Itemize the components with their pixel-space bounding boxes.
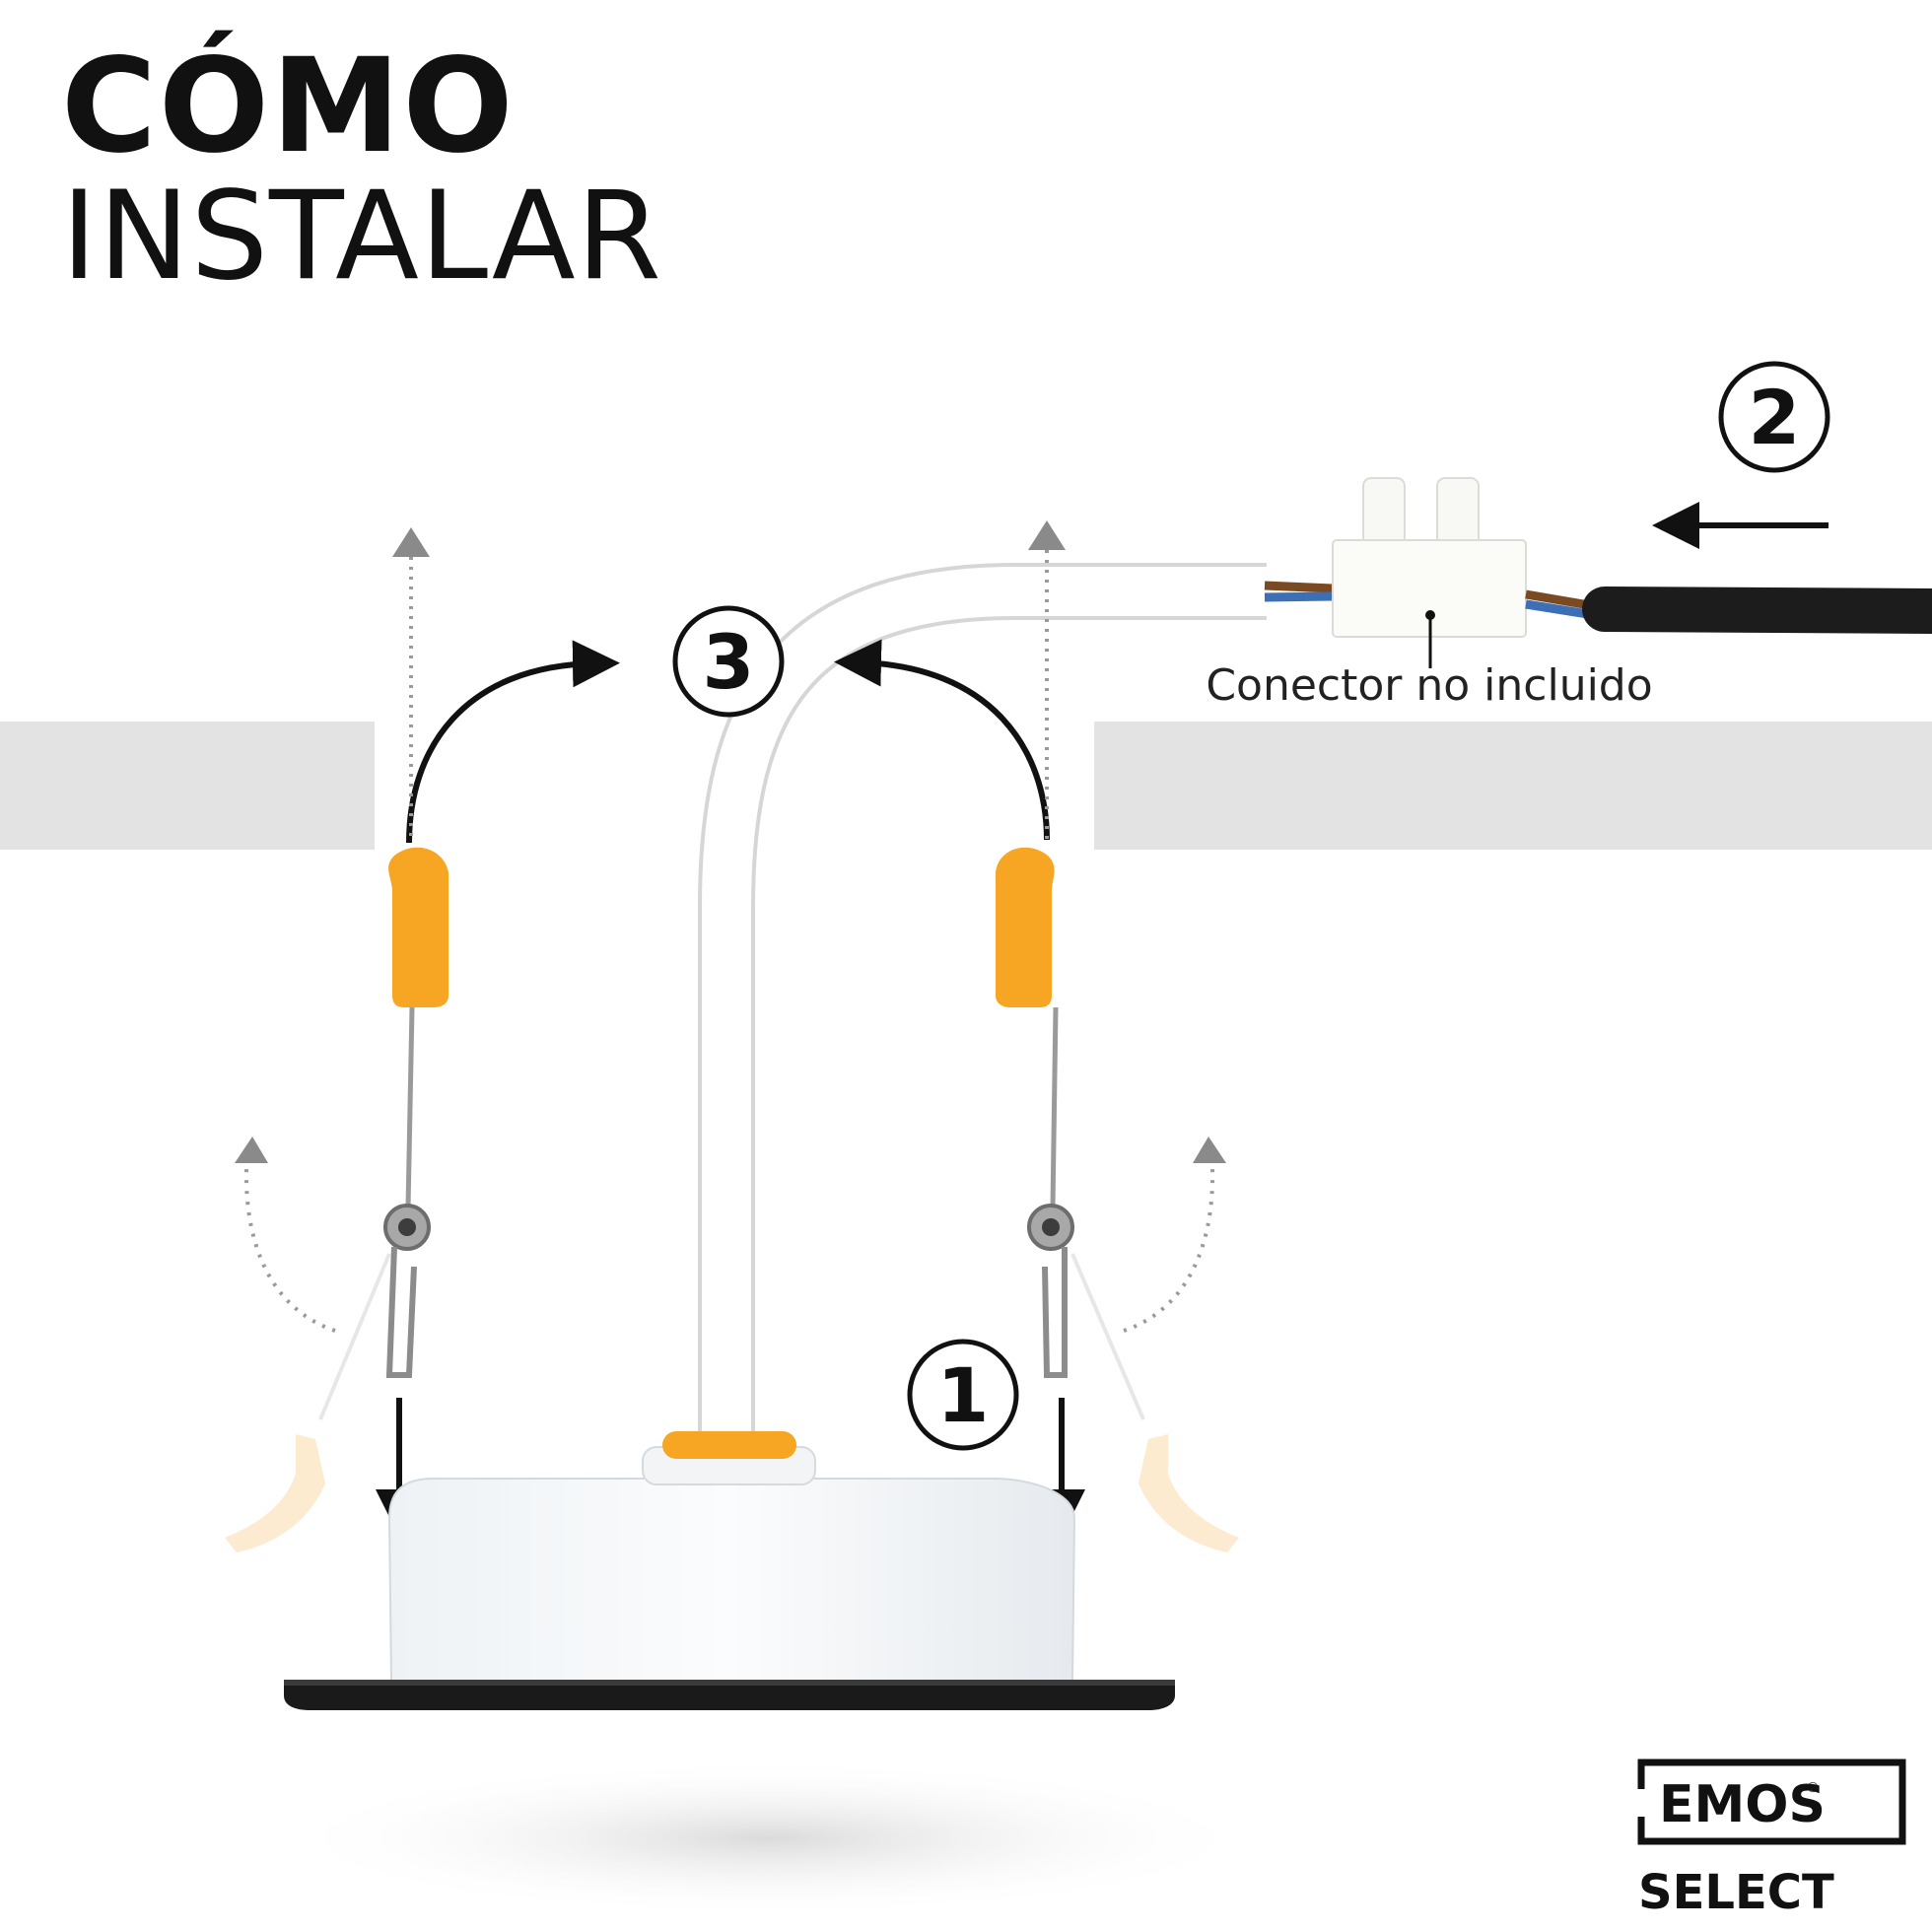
step-2-label: 2: [1749, 374, 1801, 461]
spring-clip-right: [996, 847, 1074, 1378]
emos-logo: EMOS ® SELECT: [1636, 1759, 1906, 1920]
spring-clip-left: [383, 847, 448, 1378]
floor-shadow: [276, 1760, 1262, 1917]
step-1-circle: [907, 1339, 1019, 1451]
faded-clip-left: [225, 1253, 391, 1552]
terminal-connector: [1332, 477, 1527, 638]
title-line-2: INSTALAR: [61, 166, 662, 308]
swing-guide-left: [243, 1167, 336, 1333]
step-1-label: 1: [937, 1351, 990, 1439]
step-2-circle: [1718, 361, 1830, 473]
step-3-arrow-right: [834, 639, 1050, 841]
connector-label: Conector no incluido: [1206, 660, 1652, 711]
faded-clip-right: [1070, 1253, 1239, 1552]
guide-left-arrow-head: [392, 527, 430, 557]
step-3-label: 3: [703, 618, 755, 706]
step-3-circle: [672, 605, 785, 718]
ceiling-left: [0, 722, 375, 850]
logo-sub: SELECT: [1638, 1865, 1834, 1920]
step-3-arrow-left: [406, 640, 620, 844]
logo-brand: EMOS: [1659, 1775, 1826, 1834]
downlight-fixture: [284, 1431, 1175, 1710]
wire-blue-left: [1264, 591, 1334, 602]
guide-right-arrow-head: [1028, 520, 1066, 550]
black-cable: [1582, 586, 1932, 634]
wire-brown-left: [1264, 581, 1334, 593]
title-line-1: CÓMO: [61, 31, 516, 182]
white-cable: [698, 563, 1267, 1449]
ceiling-right: [1094, 722, 1932, 850]
logo-registered-mark: ®: [1806, 1780, 1820, 1796]
swing-guide-right: [1123, 1167, 1215, 1333]
